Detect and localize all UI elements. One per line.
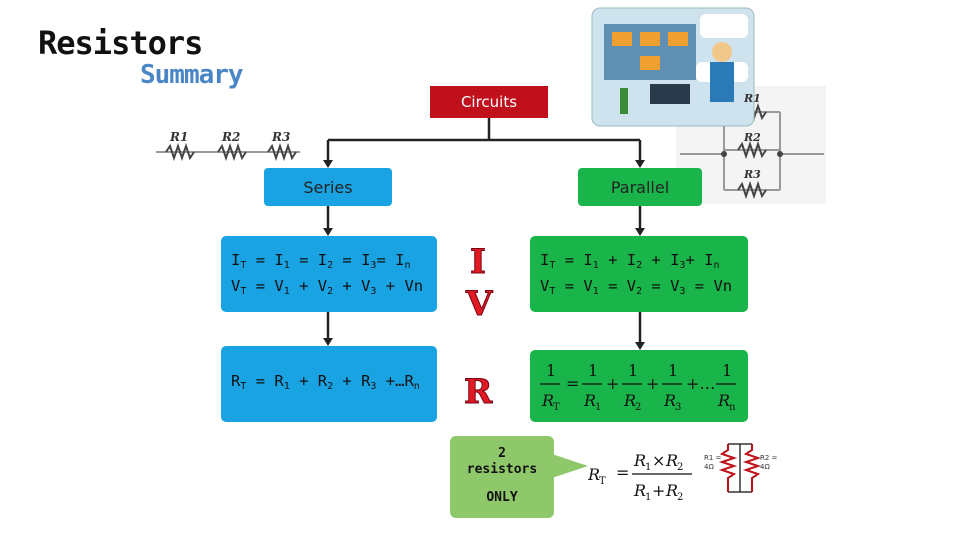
page-title: Resistors — [38, 24, 203, 62]
svg-text:R: R — [588, 465, 600, 484]
parallel-current-voltage-formulas: IT = I1 + I2 + I3+ In VT = V1 = V2 = V3 … — [530, 236, 748, 312]
svg-text:R: R — [541, 391, 554, 410]
letter-voltage: V — [465, 284, 493, 325]
svg-text:T: T — [599, 476, 606, 487]
svg-text:R: R — [665, 481, 678, 500]
parallel-current-formula: IT = I1 + I2 + I3+ In — [540, 251, 720, 271]
svg-text:1: 1 — [645, 462, 651, 473]
parallel-voltage-formula: VT = V1 = V2 = V3 = Vn — [540, 277, 733, 297]
r1-value-label: R1 = 4Ω — [704, 454, 722, 471]
series-resistance-formula: RT = R1 + R2 + R3 +…Rn — [221, 346, 437, 422]
svg-text:R: R — [633, 451, 646, 470]
svg-text:2: 2 — [677, 492, 683, 503]
circuits-box: Circuits — [430, 86, 548, 118]
callout-line-2: resistors — [466, 462, 538, 477]
svg-text:1: 1 — [668, 361, 678, 380]
svg-text:1: 1 — [645, 492, 651, 503]
parallel-r3-label: R3 — [744, 168, 761, 181]
series-current-voltage-formulas: IT = I1 = I2 = I3= In VT = V1 + V2 + V3 … — [221, 236, 437, 312]
svg-text:R: R — [663, 391, 676, 410]
svg-text:=: = — [616, 463, 629, 482]
series-box: Series — [264, 168, 392, 206]
product-over-sum-formula: RT = R1×R2 R1+R2 — [588, 451, 692, 503]
svg-text:R: R — [583, 391, 596, 410]
series-r1-label: R1 — [170, 130, 189, 144]
svg-text:+: + — [606, 374, 619, 393]
svg-text:=: = — [566, 374, 579, 393]
parallel-box: Parallel — [578, 168, 702, 206]
svg-text:R: R — [633, 481, 646, 500]
svg-text:2: 2 — [677, 462, 683, 473]
series-current-formula: IT = I1 = I2 = I3= In — [231, 251, 411, 271]
series-circuit-diagram — [156, 142, 300, 162]
callout-pointer — [552, 454, 588, 478]
svg-text:3: 3 — [675, 402, 681, 413]
parallel-r2-label: R2 — [744, 131, 761, 144]
classroom-illustration — [591, 7, 755, 127]
page-subtitle: Summary — [140, 60, 244, 90]
parallel-resistance-fraction: 1RT = 1R1 + 1R2 + 1R3 +… 1Rn — [540, 361, 736, 413]
svg-text:R: R — [717, 391, 730, 410]
svg-text:T: T — [553, 402, 560, 413]
svg-text:1: 1 — [588, 361, 598, 380]
callout-line-1: 2 — [498, 446, 506, 461]
svg-text:1: 1 — [722, 361, 732, 380]
letter-current: I — [470, 242, 487, 283]
two-resistor-diagram — [718, 443, 762, 493]
svg-text:1: 1 — [628, 361, 638, 380]
svg-text:1: 1 — [595, 402, 601, 413]
svg-text:+: + — [646, 374, 659, 393]
svg-text:n: n — [729, 402, 736, 413]
letter-resistance: R — [463, 372, 493, 413]
parallel-r1-label: R1 — [744, 92, 761, 105]
svg-text:+: + — [652, 481, 665, 500]
svg-text:2: 2 — [635, 402, 641, 413]
svg-text:×: × — [652, 451, 665, 470]
series-r3-label: R3 — [272, 130, 291, 144]
two-resistors-callout: 2 resistors ONLY — [450, 436, 554, 518]
series-r2-label: R2 — [222, 130, 241, 144]
callout-line-3: ONLY — [486, 490, 518, 505]
svg-text:1: 1 — [546, 361, 556, 380]
r2-value-label: R2 = 4Ω — [760, 454, 778, 471]
svg-text:R: R — [623, 391, 636, 410]
svg-text:+…: +… — [686, 374, 715, 393]
svg-text:R: R — [665, 451, 678, 470]
series-voltage-formula: VT = V1 + V2 + V3 + Vn — [231, 277, 424, 297]
